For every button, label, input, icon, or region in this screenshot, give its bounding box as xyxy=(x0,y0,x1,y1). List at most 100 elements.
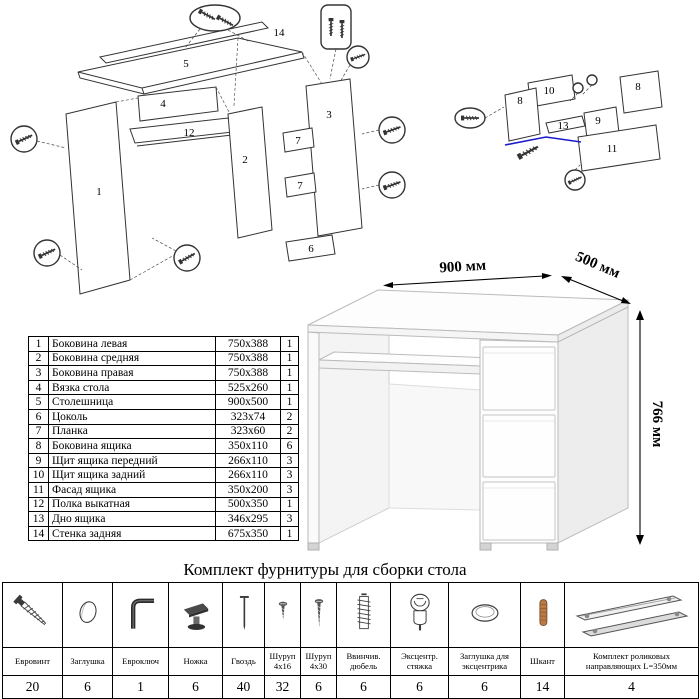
part-number: 3 xyxy=(28,365,49,381)
drawer-front[interactable] xyxy=(482,481,556,541)
part-qty: 3 xyxy=(280,511,299,527)
part-number: 14 xyxy=(274,27,286,39)
part-size: 323x74 xyxy=(215,408,281,425)
part-number: 6 xyxy=(28,408,49,425)
part-qty: 1 xyxy=(280,350,299,367)
screw-in-dowel-icon xyxy=(356,592,371,629)
part-name: Планка xyxy=(48,423,216,440)
table-row: 7 Планка 323x60 2 xyxy=(28,423,299,440)
hardware-qty: 32 xyxy=(264,675,301,699)
part-size: 350x110 xyxy=(215,438,281,454)
part-number: 12 xyxy=(184,127,195,139)
part-back-panel xyxy=(98,21,270,64)
arrowhead xyxy=(561,276,572,283)
depth-dimension: 500 мм xyxy=(573,252,622,282)
desk-back-wall xyxy=(388,383,481,511)
part-number: 9 xyxy=(28,452,49,469)
part-number: 9 xyxy=(595,115,601,127)
dowel-pin-icon xyxy=(538,598,547,626)
part-qty: 1 xyxy=(280,365,299,381)
table-row: 8 Боковина ящика 350x110 6 xyxy=(28,438,299,454)
part-number: 8 xyxy=(635,81,641,93)
part-qty: 3 xyxy=(280,481,299,498)
part-number: 10 xyxy=(544,85,556,97)
part-size: 525x260 xyxy=(215,379,281,396)
width-dim-line xyxy=(390,275,545,286)
part-number: 11 xyxy=(28,481,49,498)
hexkey-icon xyxy=(130,598,154,629)
part-number: 2 xyxy=(28,350,49,367)
part-name: Стенка задняя xyxy=(48,525,216,542)
hardware-kit-title: Комплект фурнитуры для сборки стола xyxy=(183,560,467,579)
hardware-icon-row xyxy=(2,582,699,648)
part-qty: 1 xyxy=(280,336,299,352)
table-row: 4 Вязка стола 525x260 1 xyxy=(28,379,299,396)
part-number: 14 xyxy=(28,525,49,542)
euroscrew-icon xyxy=(12,594,46,625)
part-size: 750x388 xyxy=(215,336,281,352)
cam-callout xyxy=(572,82,584,94)
part-qty: 2 xyxy=(280,408,299,425)
part-middle-side xyxy=(227,106,273,239)
table-row: 1 Боковина левая 750x388 1 xyxy=(28,336,299,352)
part-size: 750x388 xyxy=(215,350,281,367)
part-drawer-bottom xyxy=(545,115,586,134)
hardware-qty: 6 xyxy=(390,675,449,699)
part-number: 10 xyxy=(28,467,49,483)
part-number: 8 xyxy=(28,438,49,454)
drawer-front[interactable] xyxy=(482,346,556,411)
part-number: 5 xyxy=(183,58,189,70)
part-qty: 1 xyxy=(280,379,299,396)
leg-icon xyxy=(183,602,208,630)
part-name: Фасад ящика xyxy=(48,481,216,498)
part-strip-1 xyxy=(282,127,315,153)
desk-exploded-diagram: 5 14 4 12 2 1 3 7 7 6 xyxy=(10,4,406,295)
table-row: 12 Полка выкатная 500x350 1 xyxy=(28,496,299,513)
part-drawer-side-right xyxy=(619,70,663,114)
table-row: 9 Щит ящика передний 266x110 3 xyxy=(28,452,299,469)
part-size: 750x388 xyxy=(215,365,281,381)
fastener-callout xyxy=(320,4,352,50)
hardware-kit-table: Евровинт Заглушка Евроключ Ножка Гвоздь … xyxy=(2,582,699,699)
hardware-qty: 6 xyxy=(300,675,337,699)
cam-cap-icon xyxy=(471,603,498,622)
hardware-qty: 6 xyxy=(168,675,223,699)
arrowhead xyxy=(542,273,552,279)
drawer-bevel-lines xyxy=(484,352,554,489)
hardware-name: Евровинт xyxy=(2,647,63,676)
parts-list-table: 1 Боковина левая 750x388 1 2 Боковина ср… xyxy=(28,336,299,542)
hardware-qty: 6 xyxy=(62,675,113,699)
hardware-name: Шкант xyxy=(520,647,565,676)
fastener-callout xyxy=(189,4,241,32)
drawer-front[interactable] xyxy=(482,414,556,478)
table-row: 11 Фасад ящика 350x200 3 xyxy=(28,481,299,498)
depth-dim-line xyxy=(568,278,624,302)
callout-leaders xyxy=(36,28,380,271)
callout-leaders xyxy=(484,84,593,171)
hardware-name: Эксцентр. стяжка xyxy=(390,647,449,676)
part-number-labels: 5 14 4 12 2 1 3 7 7 6 xyxy=(96,27,332,255)
nail-icon xyxy=(239,595,249,630)
part-right-side xyxy=(305,78,363,237)
hardware-qty: 6 xyxy=(336,675,391,699)
part-qty: 6 xyxy=(280,438,299,454)
part-number: 13 xyxy=(28,511,49,527)
hardware-name: Ввинчив. дюбель xyxy=(336,647,391,676)
part-number: 4 xyxy=(28,379,49,396)
part-number: 3 xyxy=(326,109,332,121)
hardware-name: Заглушка xyxy=(62,647,113,676)
part-name: Полка выкатная xyxy=(48,496,216,513)
screw-icon xyxy=(515,143,541,161)
part-qty: 3 xyxy=(280,467,299,483)
part-number: 2 xyxy=(242,154,248,166)
part-plinth xyxy=(285,234,336,262)
screw-long-icon xyxy=(314,598,323,627)
part-name: Дно ящика xyxy=(48,511,216,527)
part-name: Цоколь xyxy=(48,408,216,425)
hardware-name: Евроключ xyxy=(112,647,169,676)
part-name: Боковина средняя xyxy=(48,350,216,367)
hardware-name: Шуруп 4х16 xyxy=(264,647,301,676)
part-name: Столешница xyxy=(48,394,216,410)
part-number: 12 xyxy=(28,496,49,513)
table-row: 5 Столешница 900x500 1 xyxy=(28,394,299,410)
